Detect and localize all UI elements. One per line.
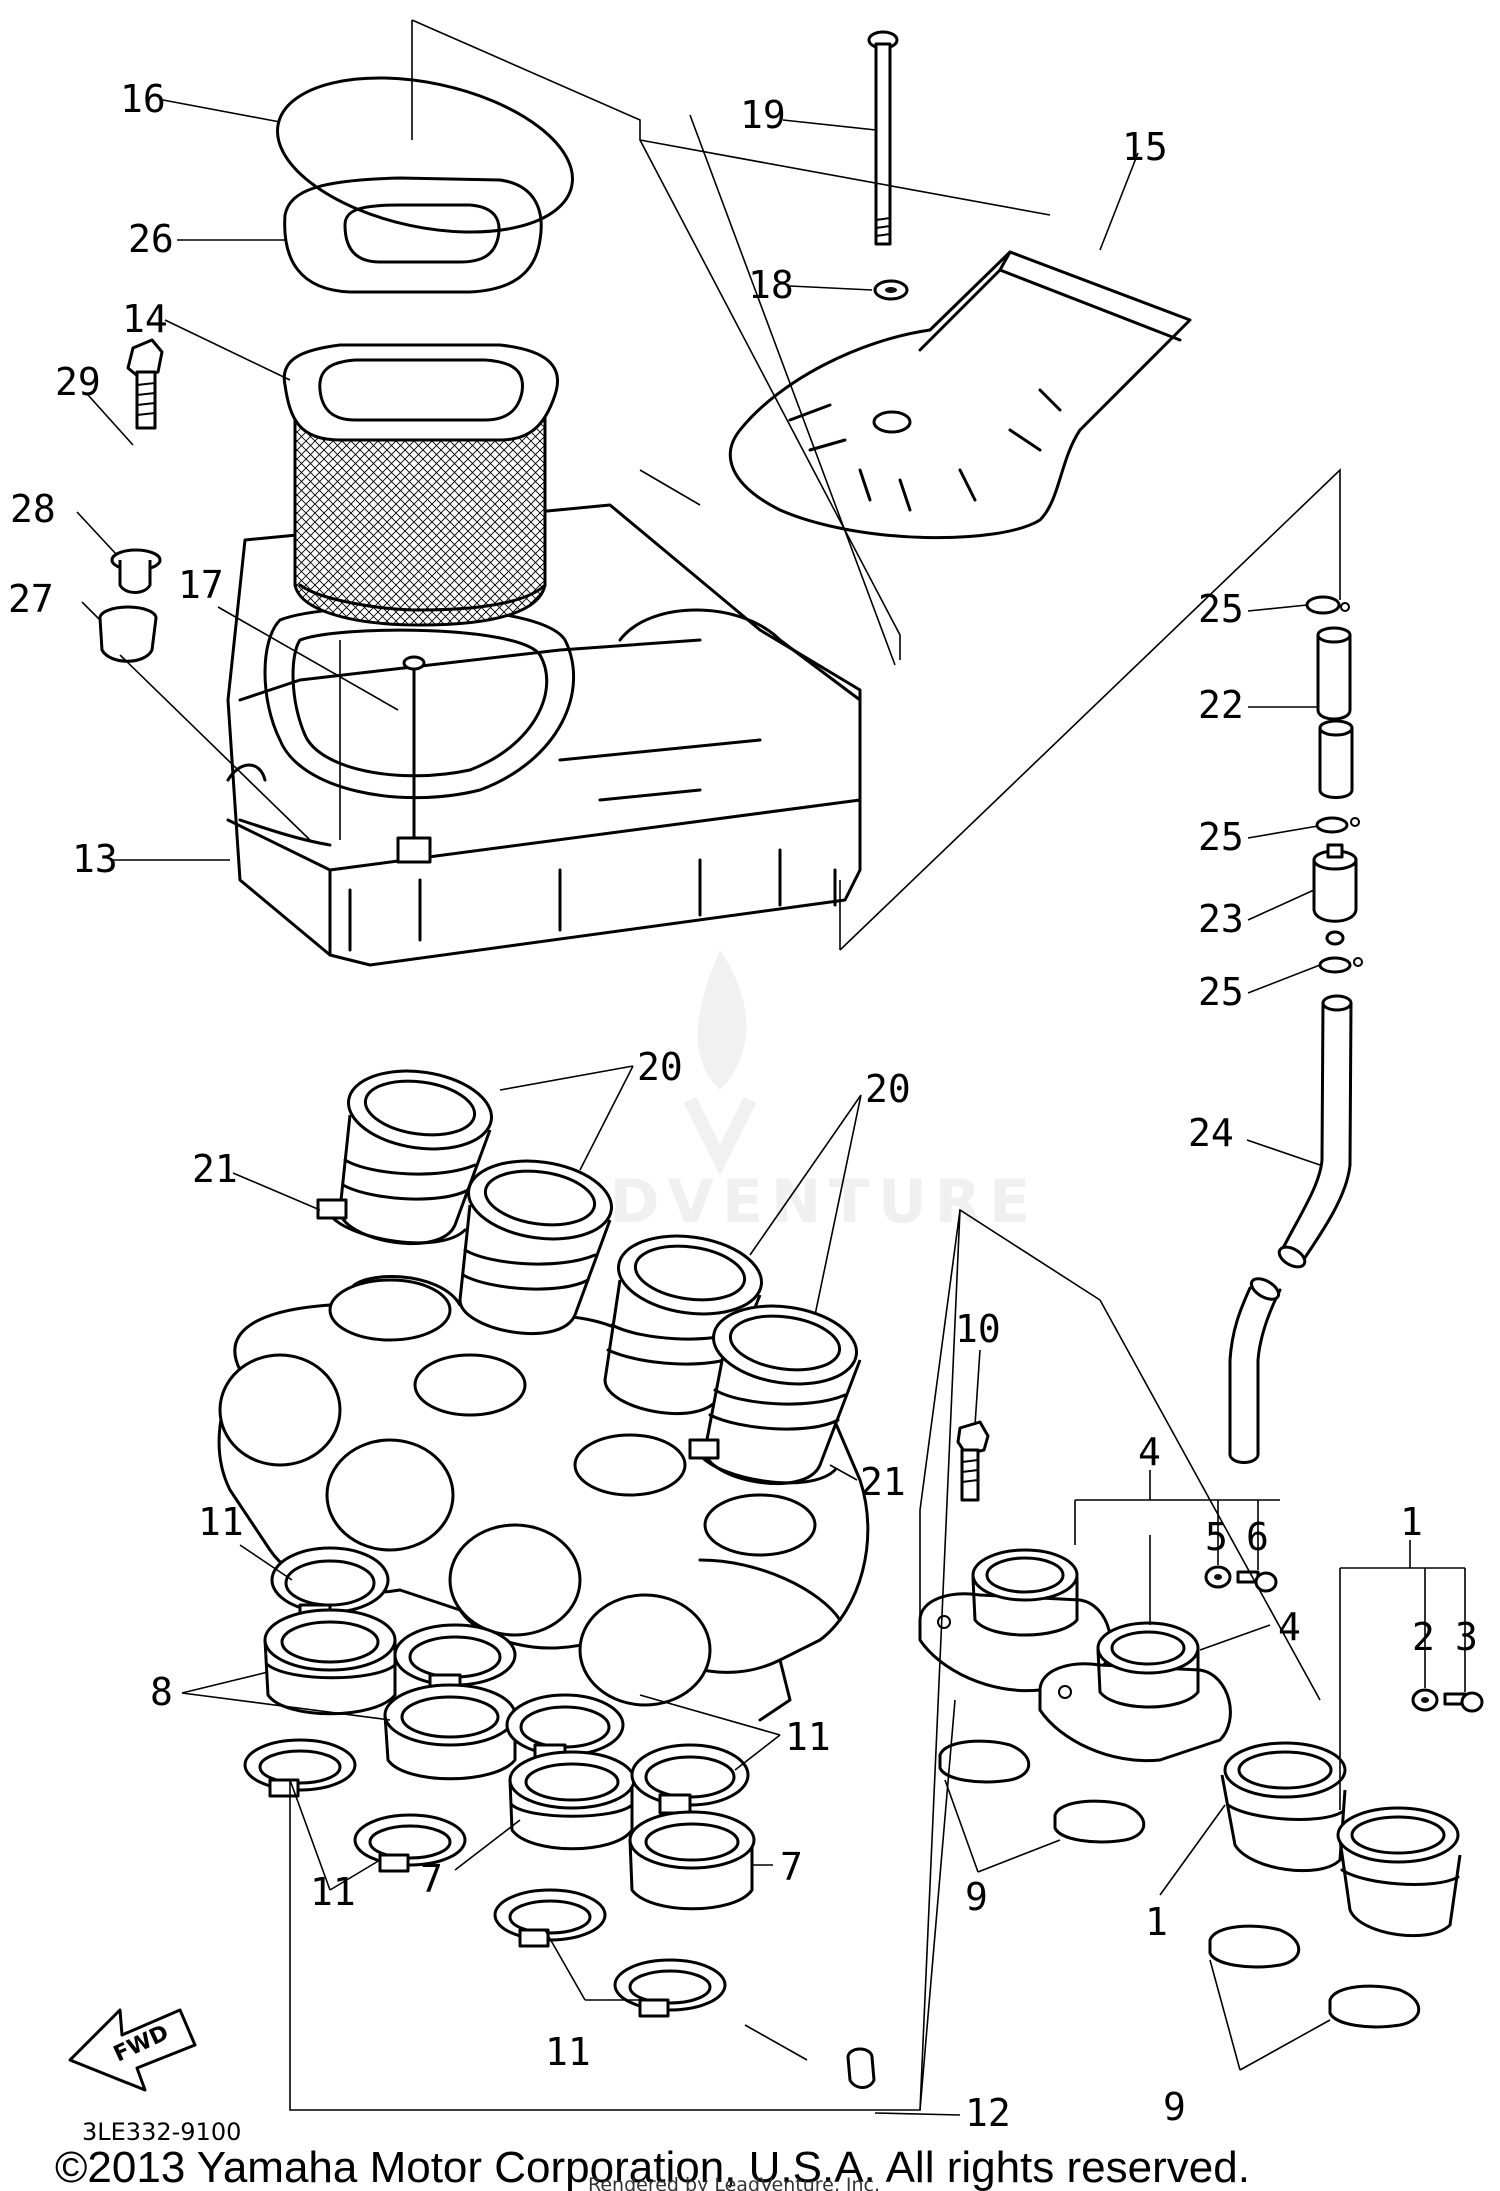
- callout-8: 8: [150, 1670, 173, 1714]
- leader-lines: [119, 19, 1341, 2111]
- callout-22: 22: [1198, 683, 1244, 727]
- callout-7-left: 7: [420, 1857, 443, 1901]
- callout-25-upper: 25: [1198, 587, 1244, 631]
- callout-19: 19: [740, 93, 786, 137]
- callout-10: 10: [955, 1307, 1001, 1351]
- callout-17: 17: [178, 563, 224, 607]
- bolt-19: [867, 30, 899, 246]
- callout-15: 15: [1122, 125, 1168, 169]
- callout-18: 18: [748, 263, 794, 307]
- joint-8-left: [263, 1608, 397, 1716]
- callout-21-upper: 21: [192, 1147, 238, 1191]
- hose-24: [1228, 994, 1353, 1464]
- callout-11-bottom: 11: [545, 2030, 591, 2074]
- intake-manifold-1-right: [1336, 1806, 1462, 1938]
- clamp-21-lower: [688, 1438, 837, 1485]
- clamp-11-b: [393, 1623, 517, 1695]
- bolt-6: [1236, 1570, 1278, 1593]
- bolt-29: [126, 338, 164, 430]
- clip-25-upper: [1305, 595, 1350, 615]
- fwd-arrow-icon: FWD: [68, 2008, 197, 2092]
- intake-manifold-4-right: [1038, 1621, 1232, 1763]
- callout-1-upper: 1: [1400, 1500, 1423, 1544]
- callout-20-left: 20: [637, 1045, 683, 1089]
- callout-6: 6: [1246, 1515, 1269, 1559]
- joint-8-right: [383, 1683, 517, 1781]
- callout-14: 14: [122, 297, 168, 341]
- clamp-11-h: [613, 1958, 727, 2018]
- seal-ring-16: [276, 76, 574, 234]
- callout-20-right: 20: [865, 1067, 911, 1111]
- gasket-9-upper-right: [1053, 1799, 1146, 1844]
- hose-22: [1316, 626, 1354, 799]
- joint-7-left: [508, 1750, 636, 1851]
- callout-28: 28: [10, 487, 56, 531]
- clip-25-lower: [1318, 956, 1363, 974]
- joint-7-right: [628, 1810, 756, 1911]
- carburetor-joint-20-2: [458, 1159, 613, 1336]
- grommet-27: [98, 605, 158, 663]
- clamp-11-e: [243, 1738, 357, 1798]
- gasket-9-lower-right: [1328, 1984, 1421, 2029]
- collar-12: [846, 2047, 876, 2089]
- gasket-26: [283, 176, 543, 294]
- gasket-9-upper-left: [938, 1739, 1031, 1784]
- callout-2: 2: [1412, 1615, 1435, 1659]
- callout-23: 23: [1198, 897, 1244, 941]
- callout-27: 27: [8, 577, 54, 621]
- diagram-code: 3LE332-9100: [82, 2118, 241, 2146]
- clamp-11-f: [353, 1813, 467, 1873]
- callout-leaders: [76, 99, 1466, 2116]
- callout-25-middle: 25: [1198, 815, 1244, 859]
- callout-4-upper: 4: [1138, 1430, 1161, 1474]
- callout-4-lower: 4: [1278, 1605, 1301, 1649]
- collar-28: [110, 548, 162, 594]
- carburetor-joint-20-1: [338, 1069, 493, 1246]
- copyright-notice: ©2013 Yamaha Motor Corporation, U.S.A. A…: [55, 2143, 1250, 2191]
- callout-5: 5: [1205, 1515, 1228, 1559]
- clip-25-middle: [1315, 816, 1360, 834]
- callout-25-lower: 25: [1198, 970, 1244, 1014]
- nut-5: [1204, 1565, 1232, 1589]
- air-filter-element-14: [282, 343, 560, 627]
- callout-3: 3: [1455, 1615, 1478, 1659]
- callout-29: 29: [55, 360, 101, 404]
- callout-1-lower: 1: [1145, 1900, 1168, 1944]
- bolt-10: [956, 1420, 990, 1502]
- air-duct-cover-15: [729, 250, 1192, 540]
- clamp-11-d: [630, 1743, 750, 1815]
- rendered-by-credit: Rendered by LeadVenture, Inc.: [588, 2174, 880, 2191]
- washer-18: [873, 279, 909, 301]
- callout-24: 24: [1188, 1111, 1234, 1155]
- callout-11-upper: 11: [198, 1500, 244, 1544]
- callout-16: 16: [120, 77, 166, 121]
- callout-9-lower: 9: [1163, 2085, 1186, 2129]
- callout-13: 13: [72, 837, 118, 881]
- gasket-9-lower-left: [1208, 1924, 1301, 1969]
- callout-9-upper: 9: [965, 1875, 988, 1919]
- callout-12: 12: [965, 2091, 1011, 2135]
- nut-2: [1411, 1688, 1439, 1712]
- callout-11-left: 11: [310, 1870, 356, 1914]
- intake-manifold-1-left: [1220, 1741, 1347, 1873]
- callout-11-right: 11: [785, 1715, 831, 1759]
- callout-21-lower: 21: [860, 1460, 906, 1504]
- clamp-11-g: [493, 1888, 607, 1948]
- bolt-3: [1443, 1691, 1484, 1713]
- carburetor-joint-20-4: [703, 1304, 862, 1486]
- callout-numbers: 16 26 14 29 28 27 17 13 19 18 15 25 22 2…: [8, 77, 1478, 2135]
- filter-23: [1312, 843, 1358, 946]
- callout-7-right: 7: [780, 1845, 803, 1889]
- callout-26: 26: [128, 217, 174, 261]
